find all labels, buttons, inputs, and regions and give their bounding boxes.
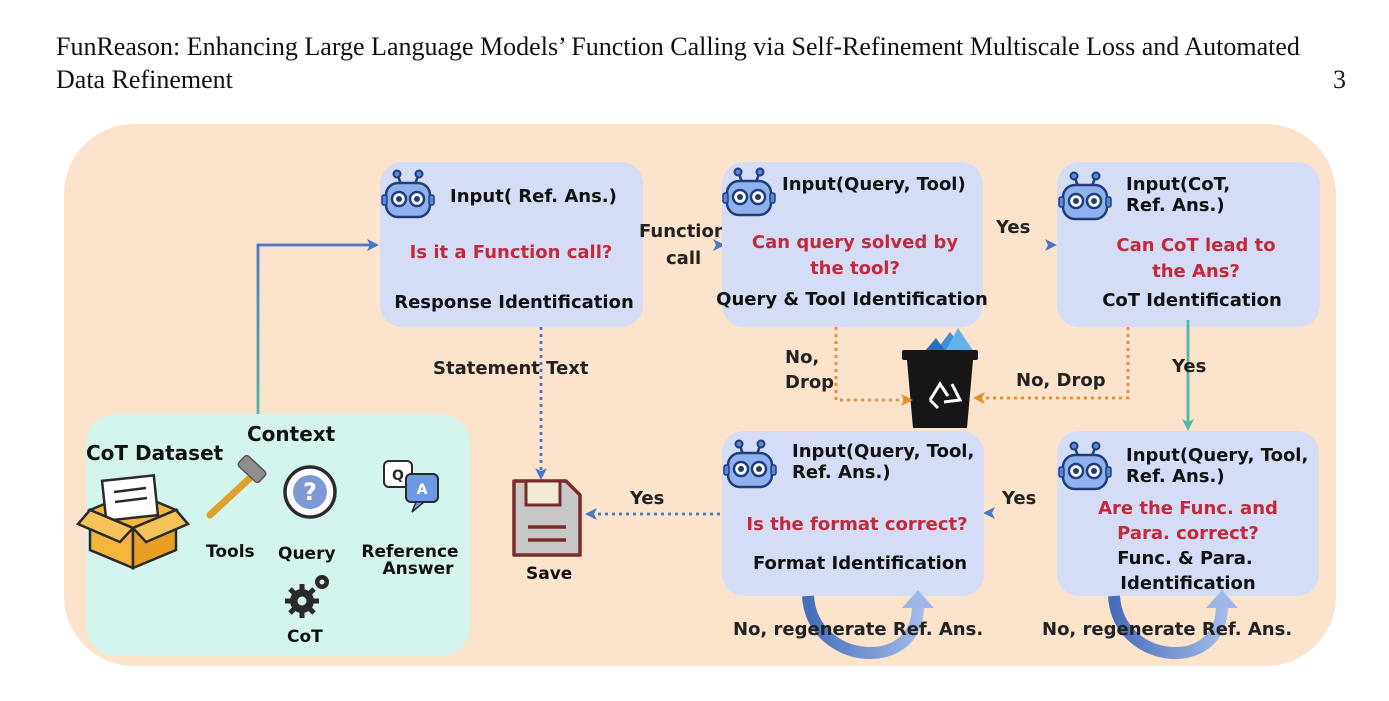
query-label: Query bbox=[278, 544, 336, 564]
yes-func-label: Yes bbox=[1001, 488, 1036, 509]
reference-label-line1: Reference bbox=[361, 542, 458, 562]
save-disk-icon bbox=[512, 479, 582, 557]
page-number: 3 bbox=[1333, 65, 1346, 94]
no-drop-left-label-line1: No, bbox=[785, 347, 819, 368]
page-header: FunReason: Enhancing Large Language Mode… bbox=[56, 30, 1346, 96]
query-tool-identification-box: Input(Query, Tool) Can query solved by t… bbox=[716, 162, 988, 327]
function-call-label-line2: call bbox=[666, 248, 701, 269]
format-label: Format Identification bbox=[753, 553, 967, 574]
func-para-input-line2: Ref. Ans.) bbox=[1126, 466, 1225, 487]
save-label: Save bbox=[526, 564, 572, 584]
cot-question-line2: the Ans? bbox=[1152, 261, 1240, 282]
context-panel bbox=[86, 414, 470, 656]
func-para-label-line2: Identification bbox=[1120, 573, 1256, 594]
hammer-icon bbox=[206, 454, 267, 519]
regen-func-arrowhead bbox=[1206, 590, 1238, 608]
response-identification-box: Input( Ref. Ans.) Is it a Function call?… bbox=[380, 162, 643, 327]
svg-text:?: ? bbox=[303, 478, 317, 506]
svg-text:A: A bbox=[417, 482, 428, 498]
gears-icon bbox=[285, 575, 329, 618]
query-tool-label: Query & Tool Identification bbox=[716, 289, 988, 310]
qa-chat-icon: Q A bbox=[383, 460, 439, 513]
cot-label-text: CoT Identification bbox=[1102, 290, 1282, 311]
format-question: Is the format correct? bbox=[746, 514, 967, 535]
yes-top-label: Yes bbox=[995, 217, 1030, 238]
query-tool-question-line2: the tool? bbox=[810, 258, 900, 279]
no-drop-right-label: No, Drop bbox=[1016, 370, 1106, 391]
cot-identification-box: Input(CoT, Ref. Ans.) Can CoT lead to th… bbox=[1057, 162, 1320, 327]
paper-title-line2: Data Refinement bbox=[56, 65, 233, 94]
no-drop-right-arrow bbox=[973, 327, 1130, 404]
func-para-input-line1: Input(Query, Tool, bbox=[1126, 445, 1308, 466]
yes-right-label: Yes bbox=[1171, 356, 1206, 377]
regen-format-label: No, regenerate Ref. Ans. bbox=[733, 619, 983, 640]
no-drop-left-label-line2: Drop bbox=[785, 372, 834, 393]
query-tool-input: Input(Query, Tool) bbox=[782, 174, 966, 195]
dataset-label: CoT Dataset bbox=[86, 441, 224, 465]
cot-label: CoT bbox=[287, 627, 323, 647]
func-para-question-line1: Are the Func. and bbox=[1098, 498, 1278, 519]
trash-recycle-icon bbox=[902, 328, 978, 428]
cot-question-line1: Can CoT lead to bbox=[1116, 235, 1275, 256]
response-question: Is it a Function call? bbox=[410, 242, 613, 263]
regen-func-loop bbox=[1108, 595, 1228, 659]
question-icon: ? bbox=[283, 465, 337, 519]
func-para-question-line2: Para. correct? bbox=[1117, 523, 1259, 544]
format-identification-box: Input(Query, Tool, Ref. Ans.) Is the for… bbox=[722, 431, 984, 596]
cot-input-line1: Input(CoT, bbox=[1126, 174, 1230, 195]
format-input-line1: Input(Query, Tool, bbox=[792, 441, 974, 462]
format-input-line2: Ref. Ans.) bbox=[792, 462, 891, 483]
function-call-label-line1: Function bbox=[639, 221, 727, 242]
no-drop-left-arrow bbox=[834, 327, 913, 406]
regen-func-label: No, regenerate Ref. Ans. bbox=[1042, 619, 1292, 640]
regen-format-arrowhead bbox=[902, 590, 934, 608]
context-title: Context bbox=[247, 422, 336, 446]
reference-label-line2: Answer bbox=[383, 559, 455, 579]
response-input: Input( Ref. Ans.) bbox=[450, 186, 617, 207]
context-to-response-arrow bbox=[256, 239, 379, 414]
response-label: Response Identification bbox=[394, 292, 634, 313]
svg-text:Q: Q bbox=[392, 468, 404, 484]
statement-text-label: Statement Text bbox=[433, 358, 589, 379]
box-dataset-icon bbox=[75, 474, 191, 570]
cot-input-line2: Ref. Ans.) bbox=[1126, 195, 1225, 216]
tools-label: Tools bbox=[206, 542, 255, 562]
func-para-label-line1: Func. & Para. bbox=[1117, 548, 1252, 569]
paper-title-line1: FunReason: Enhancing Large Language Mode… bbox=[56, 32, 1300, 61]
query-tool-question-line1: Can query solved by bbox=[752, 232, 958, 253]
yes-save-label: Yes bbox=[629, 488, 664, 509]
func-para-identification-box: Input(Query, Tool, Ref. Ans.) Are the Fu… bbox=[1057, 431, 1319, 596]
regen-format-loop bbox=[802, 595, 924, 659]
